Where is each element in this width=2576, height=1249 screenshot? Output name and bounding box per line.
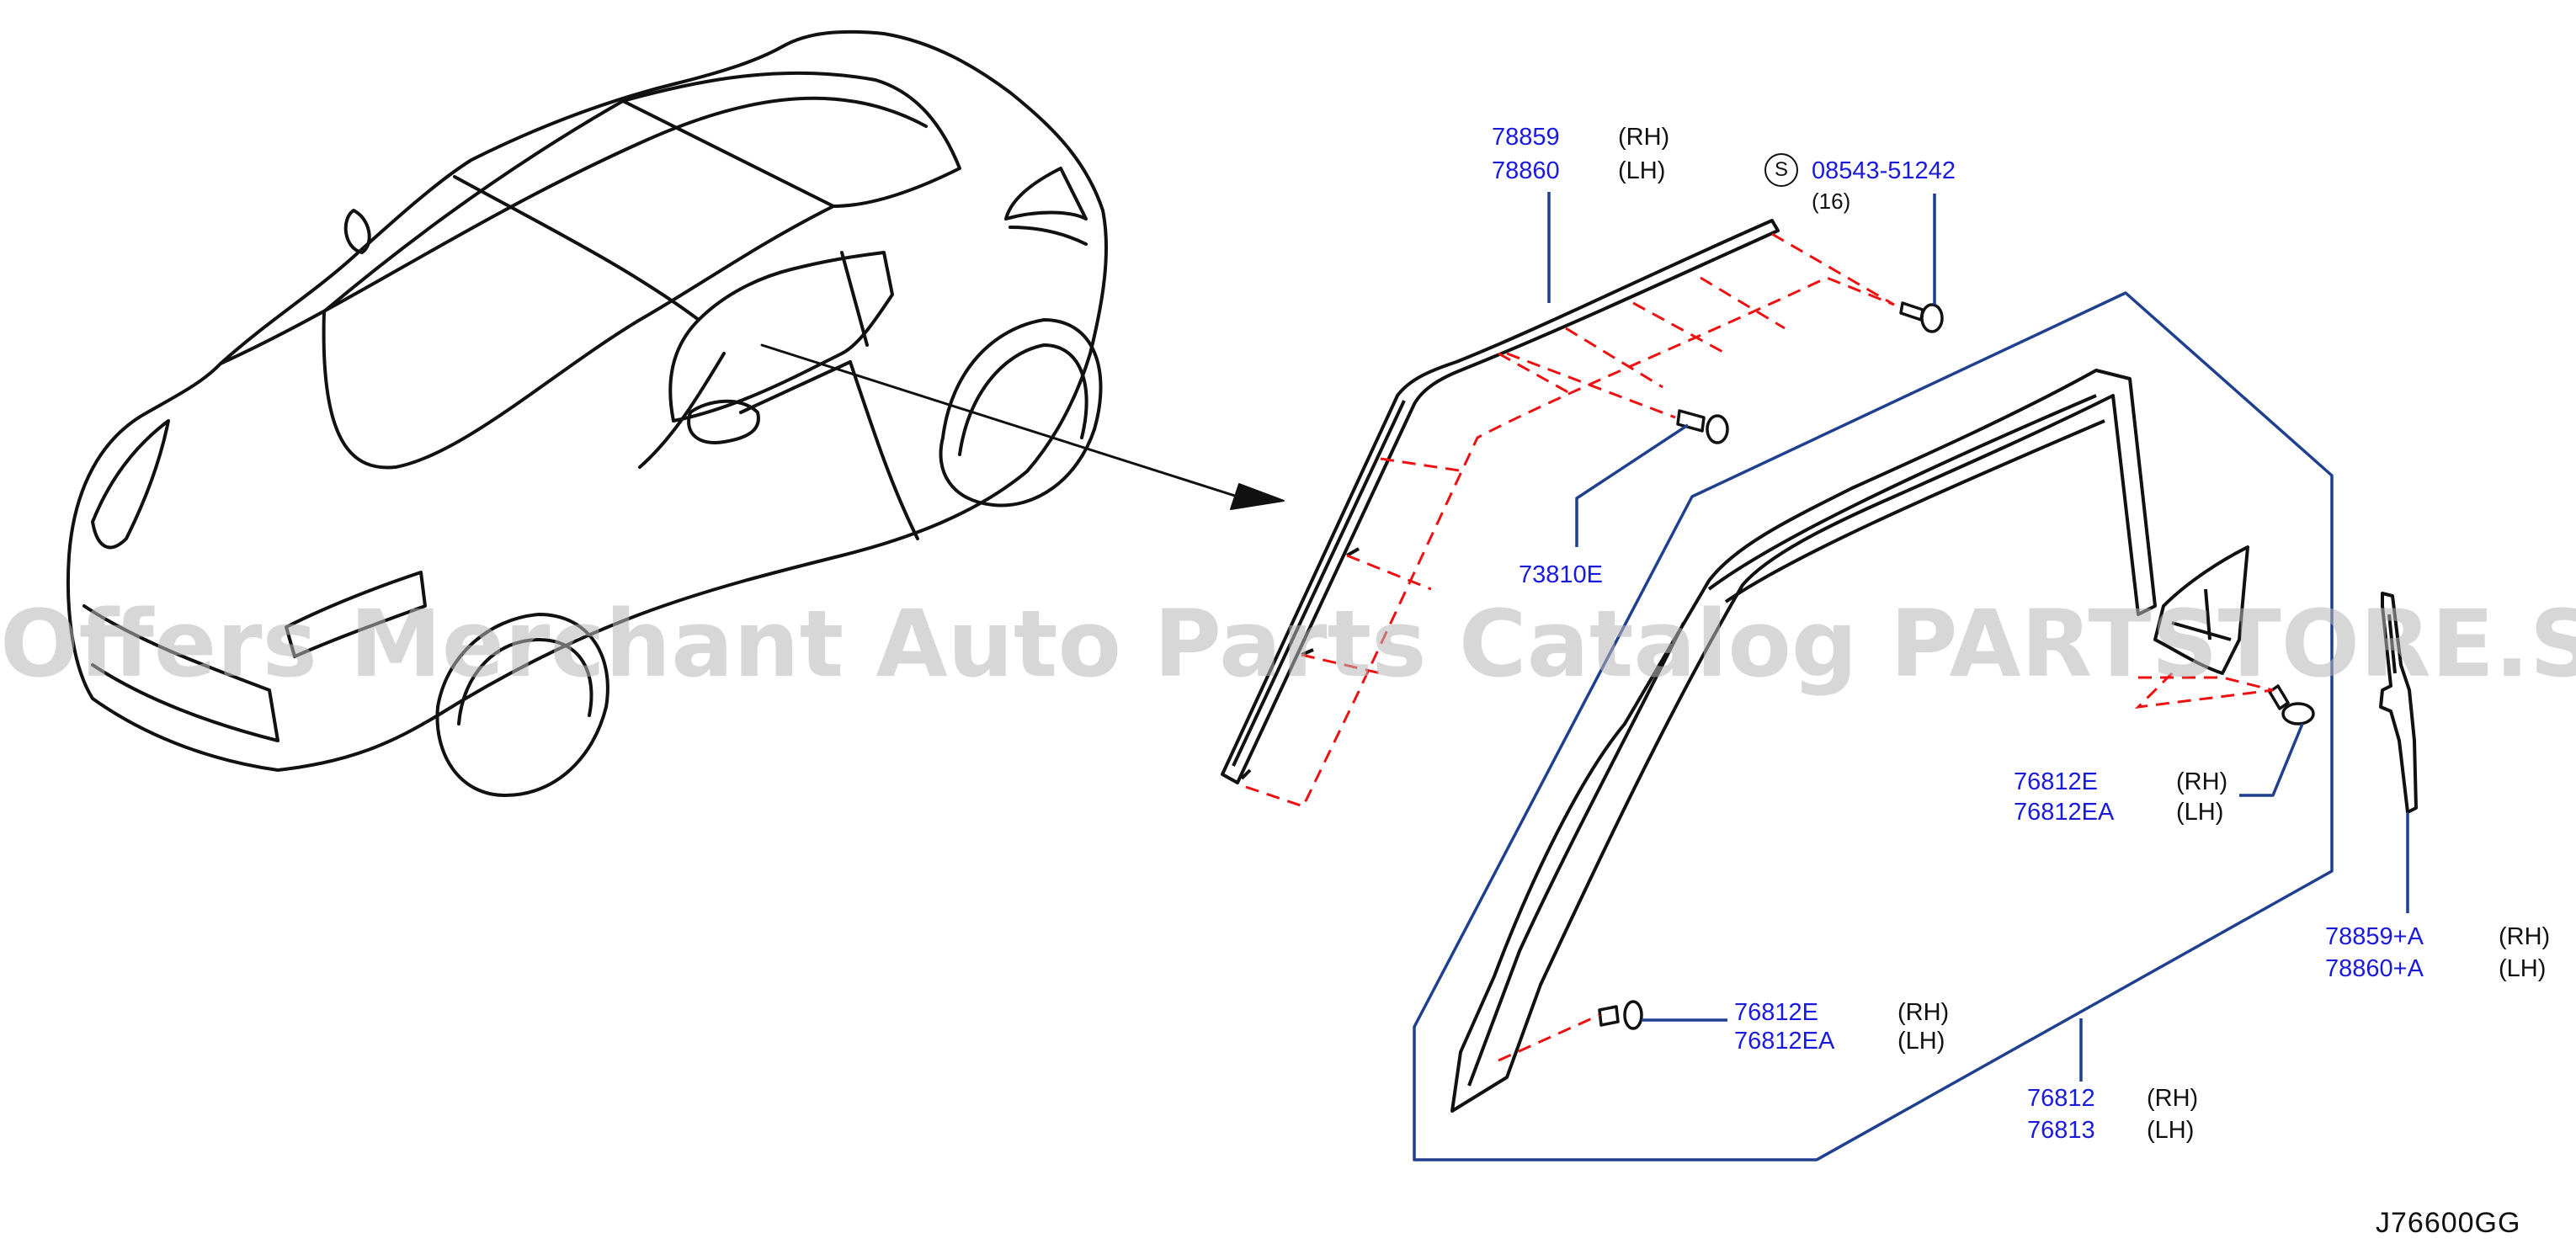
alignment-lines <box>1245 232 2274 1062</box>
finisher-group-boundary <box>1413 291 2334 1161</box>
side-label-rh: (RH) <box>2147 1085 2199 1112</box>
outer-molding-part <box>1221 219 1780 784</box>
part-number-73810E[interactable]: 73810E <box>1519 561 1603 588</box>
part-number-76812EA-lower[interactable]: 76812EA <box>1734 1028 1835 1055</box>
side-label-lh: (LH) <box>2176 799 2224 826</box>
side-label-lh: (LH) <box>1618 157 1666 184</box>
side-label-lh: (LH) <box>2147 1117 2195 1144</box>
diagram-reference-code: J76600GG <box>2376 1207 2521 1239</box>
side-label-rh: (RH) <box>1897 999 1950 1026</box>
part-number-78859A[interactable]: 78859+A <box>2325 923 2424 950</box>
car-illustration <box>66 29 1285 797</box>
quantity-label: (16) <box>1812 189 1851 214</box>
part-number-08543-51242[interactable]: 08543-51242 <box>1812 157 1956 184</box>
clip-icon <box>1676 409 1729 444</box>
door-finisher-part <box>1450 369 2249 1113</box>
standard-part-badge: S <box>1764 153 1798 187</box>
part-number-76812EA-upper[interactable]: 76812EA <box>2014 799 2115 826</box>
lower-clip-icon <box>1598 1000 1643 1030</box>
side-label-rh: (RH) <box>1618 124 1670 151</box>
side-label-lh: (LH) <box>2499 955 2547 982</box>
part-number-78859[interactable]: 78859 <box>1492 124 1560 151</box>
part-number-76812[interactable]: 76812 <box>2027 1085 2095 1112</box>
screw-icon <box>1899 301 1944 333</box>
side-label-rh: (RH) <box>2176 768 2228 795</box>
side-label-lh: (LH) <box>1897 1028 1945 1055</box>
part-number-78860[interactable]: 78860 <box>1492 157 1560 184</box>
part-number-78860A[interactable]: 78860+A <box>2325 955 2424 982</box>
part-number-76813[interactable]: 76813 <box>2027 1117 2095 1144</box>
part-number-76812E-lower[interactable]: 76812E <box>1734 999 1818 1026</box>
watermark-text: Offers Merchant Auto Parts Catalog PARTS… <box>0 590 2576 698</box>
part-number-76812E-upper[interactable]: 76812E <box>2014 768 2098 795</box>
end-piece-part <box>2379 592 2418 814</box>
fasteners <box>1598 301 2315 1030</box>
side-label-rh: (RH) <box>2499 923 2551 950</box>
leader-lines <box>1413 192 2409 1161</box>
